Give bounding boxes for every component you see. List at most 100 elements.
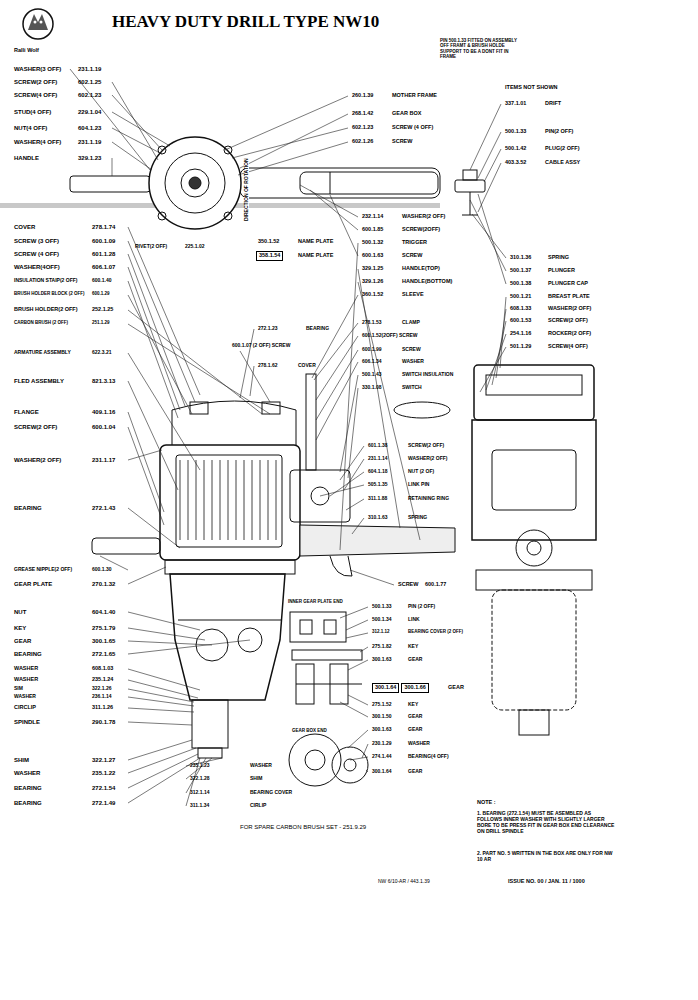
part-label: 608.1.33: [510, 306, 531, 312]
part-label: BEARING(4 OFF): [408, 754, 449, 759]
part-label: CARBON BRUSH (2 OFF): [14, 321, 68, 326]
part-label: 500.1.33: [505, 129, 526, 135]
part-label: WASHER(4 OFF): [14, 139, 61, 145]
part-label: 270.1.32: [92, 581, 115, 587]
part-label: SCREW: [392, 139, 412, 145]
part-number: 300.1.66: [404, 684, 425, 690]
part-label: 600.1.29: [92, 292, 110, 297]
part-label: NUT: [14, 609, 26, 615]
part-label: WASHER(2 OFF): [408, 456, 447, 461]
part-label: WASHER: [14, 666, 38, 672]
part-label: 500.1.42: [505, 146, 526, 152]
part-label: 600.1.04: [92, 424, 115, 430]
part-label: GEAR: [408, 714, 422, 719]
part-label: GEAR: [448, 685, 464, 691]
part-label: NAME PLATE: [298, 239, 333, 245]
part-label: BEARING: [14, 785, 42, 791]
part-label: PIN(2 OFF): [545, 129, 573, 135]
part-label: 278.1.74: [92, 224, 115, 230]
part-label: 360.1.52: [362, 292, 383, 298]
part-label: RIVET(2 OFF): [135, 244, 167, 249]
part-label: 274.1.44: [372, 754, 391, 759]
part-label: 600.1.53: [510, 318, 531, 324]
part-label: 500.1.33: [372, 604, 391, 609]
part-label: WASHER(2 OFF): [548, 306, 591, 312]
part-label: BRUSH HOLDER BLOCK (2 OFF): [14, 292, 85, 297]
part-label: SHIM: [14, 757, 29, 763]
part-label: SIM: [14, 686, 23, 691]
part-label: WASHER: [14, 770, 40, 776]
part-label: FLED ASSEMBLY: [14, 378, 64, 384]
part-label: BEARING COVER: [250, 790, 292, 795]
part-label: WASHER: [14, 677, 38, 683]
part-label: 275.1.52: [372, 702, 391, 707]
part-label: PLUG(2 OFF): [545, 146, 580, 152]
part-label: 235.1.22: [92, 770, 115, 776]
part-label: 329.1.23: [78, 155, 101, 161]
part-label: 231.1.17: [92, 457, 115, 463]
part-label: 500.1.34: [372, 617, 391, 622]
part-label: KEY: [14, 625, 26, 631]
part-label: WASHER: [408, 741, 430, 746]
part-label: GEAR: [14, 638, 31, 644]
title: HEAVY DUTY DRILL TYPE NW10: [112, 12, 379, 32]
part-label: 236.1.14: [92, 694, 111, 699]
part-label: WASHER(4OFF): [14, 264, 60, 270]
part-label: SCREW(4 OFF): [548, 344, 588, 350]
part-label: 600.1.09: [92, 238, 115, 244]
part-label: PIN (2 OFF): [408, 604, 435, 609]
part-label: 232.1.14: [362, 214, 383, 220]
part-label: 600.1.40: [92, 278, 111, 283]
part-label: 608.1.03: [92, 666, 113, 672]
part-label: CIRLIP: [250, 803, 266, 808]
part-label: 602.1.26: [352, 139, 373, 145]
part-label: BEARING: [14, 800, 42, 806]
part-label: PIN 500.1.33 FITTED ON ASSEMBLY OFF FRAM…: [440, 38, 520, 60]
part-label: SCREW(4 OFF): [14, 92, 57, 98]
part-label: 329.1.26: [362, 279, 383, 285]
part-label: BEARING: [14, 651, 42, 657]
part-label: SPINDLE: [14, 719, 40, 725]
part-label: STUD(4 OFF): [14, 109, 51, 115]
part-label: 229.1.04: [78, 109, 101, 115]
part-label: CIRCLIP: [14, 705, 36, 711]
part-label: DRIFT: [545, 101, 561, 107]
part-label: GEAR: [408, 657, 422, 662]
part-label: COVER: [14, 224, 35, 230]
part-label: WASHER(2 OFF): [14, 457, 61, 463]
part-label: 600.1.77: [425, 582, 446, 588]
part-label: 600.1.63: [362, 253, 383, 259]
part-label: 272.1.54: [92, 785, 115, 791]
part-label: 272.1.49: [92, 800, 115, 806]
part-label: 235.1.24: [92, 677, 113, 683]
part-label: 312.1.14: [190, 790, 209, 795]
part-label: 601.1.38: [368, 443, 387, 448]
part-label: 300.1.50: [372, 714, 391, 719]
part-label: 500.1.43: [362, 372, 381, 377]
part-label: 300.1.63: [372, 657, 391, 662]
part-label: 311.1.26: [92, 705, 113, 711]
part-label: TRIGGER: [402, 240, 427, 246]
part-label: 604.1.18: [368, 469, 387, 474]
part-label: HANDLE(TOP): [402, 266, 440, 272]
part-number-box: 358.1.54: [256, 251, 283, 261]
part-label: SCREW (4 OFF): [14, 251, 59, 257]
part-label: DIRECTION OF ROTATION: [244, 157, 249, 222]
part-label: MOTHER FRAME: [392, 93, 437, 99]
part-label: ITEMS NOT SHOWN: [505, 85, 558, 91]
part-label: GREASE NIPPLE(2 OFF): [14, 567, 72, 572]
part-label: BEARING COVER (2 OFF): [408, 630, 463, 635]
part-label: SCREW (3 OFF): [14, 238, 59, 244]
part-label: GEAR: [408, 769, 422, 774]
part-label: 272.1.23: [258, 326, 277, 331]
part-label: SCREW(2 OFF): [14, 424, 57, 430]
part-label: 600.1.30: [92, 567, 111, 572]
part-label: 290.1.78: [92, 719, 115, 725]
part-label: SCREW: [402, 253, 422, 259]
part-label: BEARING: [14, 505, 42, 511]
part-label: 311.1.88: [368, 496, 387, 501]
part-label: 330.1.08: [362, 385, 381, 390]
part-label: 231.1.19: [78, 139, 101, 145]
part-label: 602.1.23: [352, 125, 373, 131]
part-label: BRUSH HOLDER(2 OFF): [14, 307, 78, 313]
